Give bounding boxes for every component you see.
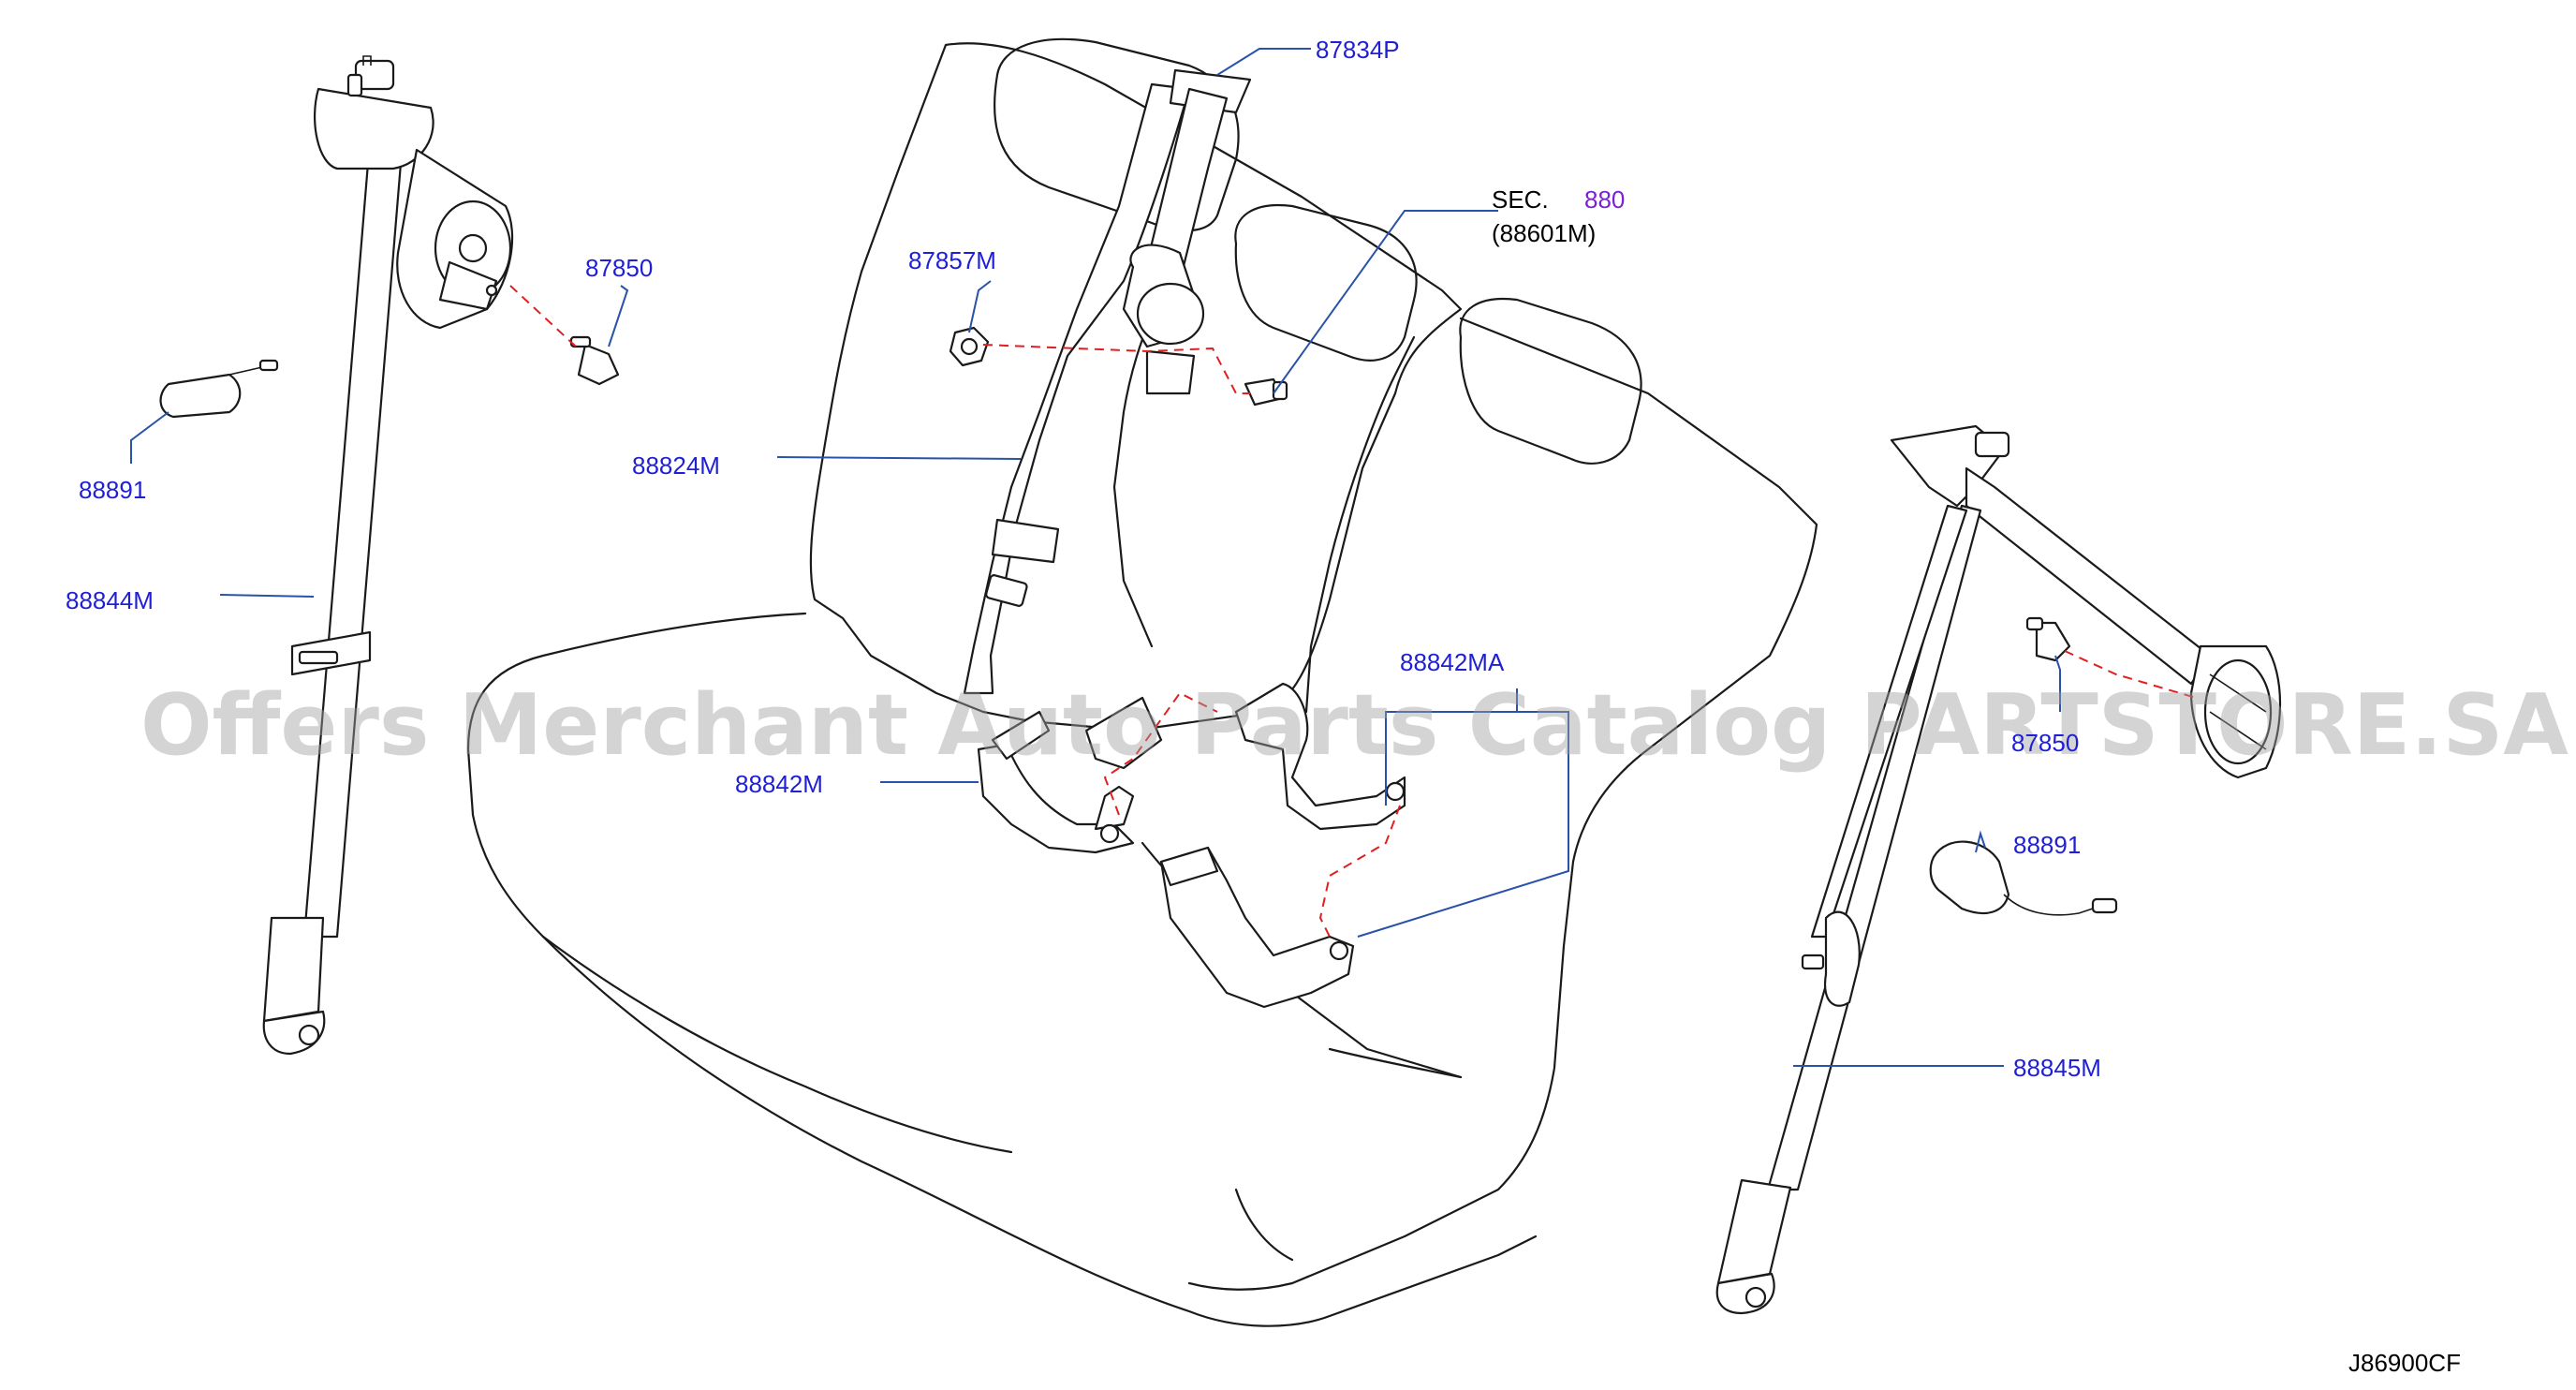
right-seat-belt-assembly[interactable] — [1715, 424, 2282, 1315]
rear-seat-outline — [466, 37, 1818, 1327]
callout-88891-right[interactable]: 88891 — [2013, 831, 2081, 859]
callout-87834P[interactable]: 87834P — [1316, 36, 1400, 64]
connector-88601M[interactable] — [1244, 377, 1288, 407]
dashed-connection-lines — [509, 285, 2197, 938]
section-ref-prefix: SEC. — [1492, 185, 1549, 214]
callout-87850-left[interactable]: 87850 — [585, 254, 653, 282]
left-seat-belt-assembly[interactable] — [262, 55, 514, 1056]
diagram-code: J86900CF — [2348, 1349, 2461, 1377]
section-ref-number[interactable]: 880 — [1584, 185, 1625, 214]
center-seat-belt-assembly[interactable] — [963, 68, 1252, 695]
callout-88891-left[interactable]: 88891 — [79, 476, 146, 504]
callout-88842MA[interactable]: 88842MA — [1400, 648, 1505, 676]
section-ref-sub: (88601M) — [1492, 219, 1596, 247]
nut-87857M[interactable] — [949, 326, 990, 367]
callout-88842M[interactable]: 88842M — [735, 770, 823, 798]
watermark-text: Offers Merchant Auto Parts Catalog PARTS… — [140, 676, 2569, 775]
bolt-87850-right[interactable] — [2025, 616, 2071, 662]
leader-lines — [130, 48, 2061, 1067]
button-88891-left[interactable] — [159, 359, 279, 419]
buckle-88842M[interactable] — [977, 696, 1163, 854]
button-88891-right[interactable] — [1929, 840, 2118, 916]
callout-labels: 87834P 87857M 87850 88891 88824M 88844M … — [66, 36, 2461, 1377]
callout-87857M[interactable]: 87857M — [908, 246, 996, 274]
callout-88824M[interactable]: 88824M — [632, 451, 720, 480]
callout-88845M[interactable]: 88845M — [2013, 1054, 2101, 1082]
callout-87850-right[interactable]: 87850 — [2011, 729, 2079, 757]
bolt-87850-left[interactable] — [569, 335, 620, 386]
callout-88844M[interactable]: 88844M — [66, 586, 154, 614]
